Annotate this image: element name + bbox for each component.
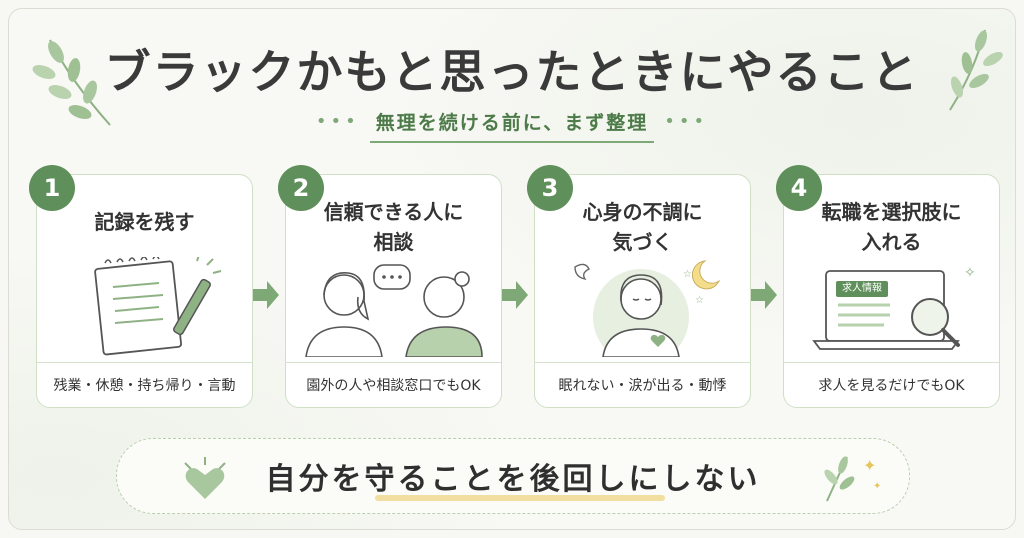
leaf-branch-left-icon xyxy=(32,39,111,126)
svg-text:☆: ☆ xyxy=(695,295,704,306)
step-detail: 眠れない・涙が出る・動悸 xyxy=(535,362,750,407)
dots-right-icon: ••• xyxy=(664,111,709,132)
step-number-badge: 2 xyxy=(278,165,324,211)
svg-text:☆: ☆ xyxy=(683,269,692,280)
step-detail: 園外の人や相談窓口でもOK xyxy=(286,362,501,407)
tired-person-icon: ☆ ☆ xyxy=(574,260,721,357)
svg-text:✦: ✦ xyxy=(873,481,881,492)
step-card-1: 1 記録を残す 残業・休憩・持ち帰り・言動 xyxy=(29,165,253,408)
step-card-4: 4 転職を選択肢に 入れる ✧ 求人情報 求人を見るだけでもOK xyxy=(776,165,1000,408)
svg-text:✦: ✦ xyxy=(863,456,876,475)
leaf-sprig-icon: ✦ ✦ xyxy=(824,456,881,502)
svg-text:✧: ✧ xyxy=(964,265,976,281)
subtitle-row: ••• 無理を続ける前に、まず整理 ••• xyxy=(0,108,1024,143)
step-card-3: 3 心身の不調に 気づく ☆ ☆ 眠れない・涙が出る・動悸 xyxy=(527,165,751,408)
step-number-badge: 3 xyxy=(527,165,573,211)
highlight-underline xyxy=(375,495,665,501)
step-title: 心身の不調に 気づく xyxy=(582,200,703,254)
step-detail: 残業・休憩・持ち帰り・言動 xyxy=(37,362,252,407)
step-number-badge: 4 xyxy=(776,165,822,211)
laptop-search-illustration: ✧ 求人情報 xyxy=(794,257,989,357)
bottom-message-box: 自分を守ることを後回しにしない ✦ ✦ xyxy=(116,438,910,514)
leaf-branch-right-icon xyxy=(949,29,1003,111)
job-info-label: 求人情報 xyxy=(836,281,888,297)
arrow-right-icon xyxy=(253,281,279,309)
step-title: 記録を残す xyxy=(94,210,195,234)
subtitle: 無理を続ける前に、まず整理 xyxy=(369,108,655,143)
two-people-talking-icon xyxy=(305,264,483,357)
step-card-2: 2 信頼できる人に 相談 園外の人や相談窓口でもOK xyxy=(278,165,502,408)
step-number-badge: 1 xyxy=(29,165,75,211)
step-title: 転職を選択肢に 入れる xyxy=(821,200,962,254)
step-detail: 求人を見るだけでもOK xyxy=(784,362,999,407)
arrow-right-icon xyxy=(502,281,528,309)
page-title: ブラックかもと思ったときにやること xyxy=(104,45,920,99)
notebook-pen-icon xyxy=(94,257,222,356)
step-title: 信頼できる人に 相談 xyxy=(323,200,464,254)
laptop-magnifier-icon: ✧ xyxy=(812,265,976,350)
arrow-right-icon xyxy=(751,281,777,309)
bottom-message: 自分を守ることを後回しにしない xyxy=(265,462,761,497)
dots-left-icon: ••• xyxy=(315,111,360,132)
heart-icon xyxy=(184,457,226,499)
